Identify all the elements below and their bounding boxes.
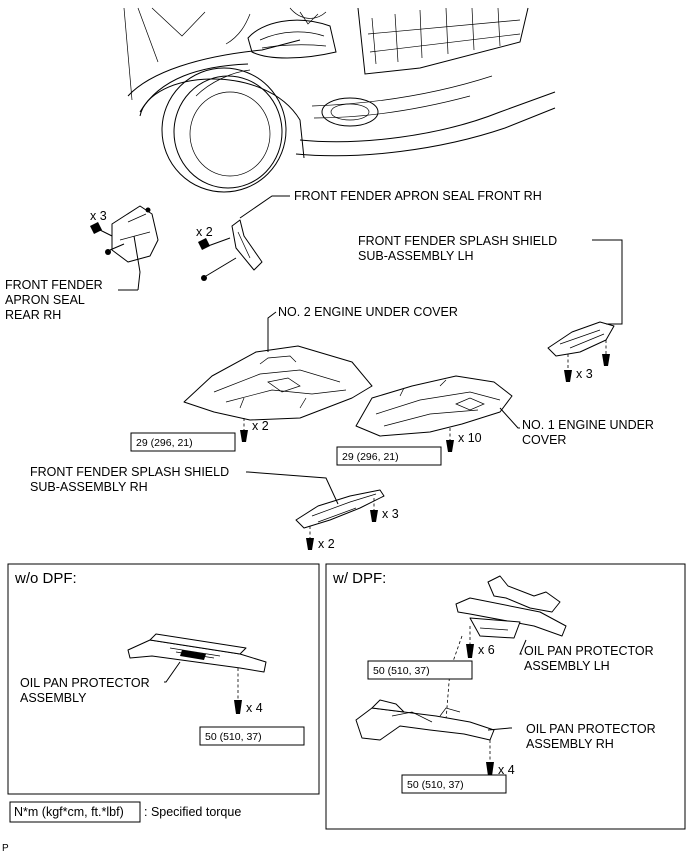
wo-dpf-bolt-qty: x 4 <box>246 701 263 715</box>
no1-cover-torque-box <box>336 446 442 466</box>
oil-pan-protector-lh-label-2: ASSEMBLY LH <box>524 659 610 673</box>
splash-shield-lh-label-1: FRONT FENDER SPLASH SHIELD <box>358 234 557 248</box>
oil-pan-protector-label-1: OIL PAN PROTECTOR <box>20 676 150 690</box>
w-dpf-rh-torque: 50 (510, 37) <box>407 779 464 791</box>
no1-cover-bolt-qty: x 10 <box>458 431 482 445</box>
rear-seal-clip-qty: x 3 <box>90 209 107 223</box>
oil-pan-protector-rh-label-2: ASSEMBLY RH <box>526 737 614 751</box>
w-dpf-rh-torque-box <box>401 774 507 794</box>
no2-cover-bolt-qty: x 2 <box>252 419 269 433</box>
splash-shield-lh-label-2: SUB-ASSEMBLY LH <box>358 249 474 263</box>
panel-without-dpf-title: w/o DPF: <box>14 570 77 587</box>
no1-cover-torque: 29 (296, 21) <box>342 451 399 463</box>
legend-meaning: : Specified torque <box>144 805 241 819</box>
oil-pan-protector-rh-label-1: OIL PAN PROTECTOR <box>526 722 656 736</box>
apron-seal-rear-rh-part <box>90 205 159 291</box>
panel-without-dpf <box>7 563 320 795</box>
oil-pan-protector-label-2: ASSEMBLY <box>20 691 87 705</box>
oil-pan-protector-lh-label-1: OIL PAN PROTECTOR <box>524 644 654 658</box>
vehicle-front-illustration <box>123 7 556 193</box>
no1-under-cover-label-2: COVER <box>522 433 566 447</box>
panel-with-dpf <box>325 563 686 830</box>
legend-torque-box <box>9 801 141 823</box>
splash-shield-rh-part <box>246 471 385 550</box>
no2-cover-torque: 29 (296, 21) <box>136 437 193 449</box>
front-seal-clip-qty: x 2 <box>196 225 213 239</box>
wo-dpf-torque-box <box>199 726 305 746</box>
apron-seal-front-rh-part <box>198 195 290 281</box>
w-dpf-lh-torque-box <box>367 660 473 680</box>
corner-mark: P <box>2 843 9 854</box>
no1-under-cover-label-1: NO. 1 ENGINE UNDER <box>522 418 654 432</box>
no2-cover-torque-box <box>130 432 236 452</box>
w-dpf-lh-torque: 50 (510, 37) <box>373 665 430 677</box>
legend-unit: N*m (kgf*cm, ft.*lbf) <box>14 805 124 819</box>
w-dpf-rh-bolt-qty: x 4 <box>498 763 515 777</box>
splash-shield-lh-part <box>547 239 623 382</box>
splash-shield-rh-label-2: SUB-ASSEMBLY RH <box>30 480 148 494</box>
splash-shield-rh-label-1: FRONT FENDER SPLASH SHIELD <box>30 465 229 479</box>
wo-dpf-torque: 50 (510, 37) <box>205 731 262 743</box>
no2-engine-under-cover-part <box>183 311 373 442</box>
apron-seal-rear-label-2: APRON SEAL <box>5 293 85 307</box>
panel-with-dpf-title: w/ DPF: <box>332 570 386 587</box>
oil-pan-protector-rh-part <box>355 699 512 776</box>
oil-pan-protector-part <box>127 633 267 714</box>
apron-seal-rear-label-1: FRONT FENDER <box>5 278 103 292</box>
apron-seal-rear-label-3: REAR RH <box>5 308 61 322</box>
no2-under-cover-label: NO. 2 ENGINE UNDER COVER <box>278 305 458 319</box>
w-dpf-lh-bolt-qty: x 6 <box>478 643 495 657</box>
apron-seal-front-label: FRONT FENDER APRON SEAL FRONT RH <box>294 189 542 203</box>
splash-rh-bolt-qty-a: x 3 <box>382 507 399 521</box>
no1-engine-under-cover-part <box>355 375 520 452</box>
oil-pan-protector-lh-part <box>445 575 567 721</box>
splash-lh-bolt-qty: x 3 <box>576 367 593 381</box>
splash-rh-bolt-qty-b: x 2 <box>318 537 335 551</box>
